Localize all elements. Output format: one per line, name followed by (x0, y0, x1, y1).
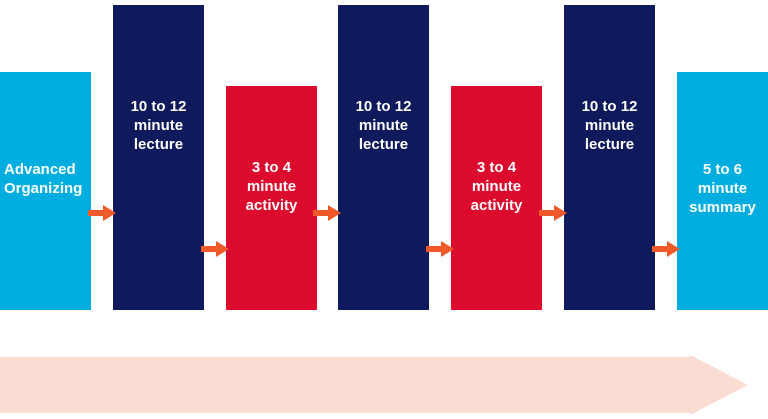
block-lecture-2: 10 to 12 minute lecture (338, 5, 429, 310)
block-label: 3 to 4 minute activity (470, 159, 523, 214)
arrow-right-icon (313, 205, 341, 221)
timeline-arrow-icon (0, 355, 748, 415)
arrow-right-icon (201, 241, 229, 257)
block-label: 10 to 12 minute lecture (130, 98, 187, 153)
block-summary: 5 to 6 minute summary (677, 72, 768, 310)
block-label: 10 to 12 minute lecture (581, 98, 638, 153)
arrow-right-icon (539, 205, 567, 221)
block-advanced-organizing: Advanced Organizing (0, 72, 91, 310)
block-activity-2: 3 to 4 minute activity (451, 86, 542, 310)
block-label: 5 to 6 minute summary (689, 161, 756, 216)
block-lecture-3: 10 to 12 minute lecture (564, 5, 655, 310)
block-label: 10 to 12 minute lecture (355, 98, 412, 153)
block-label: 3 to 4 minute activity (245, 159, 298, 214)
block-lecture-1: 10 to 12 minute lecture (113, 5, 204, 310)
arrow-right-icon (88, 205, 116, 221)
arrow-right-icon (426, 241, 454, 257)
block-label: Advanced Organizing (4, 161, 83, 197)
block-activity-1: 3 to 4 minute activity (226, 86, 317, 310)
arrow-right-icon (652, 241, 680, 257)
